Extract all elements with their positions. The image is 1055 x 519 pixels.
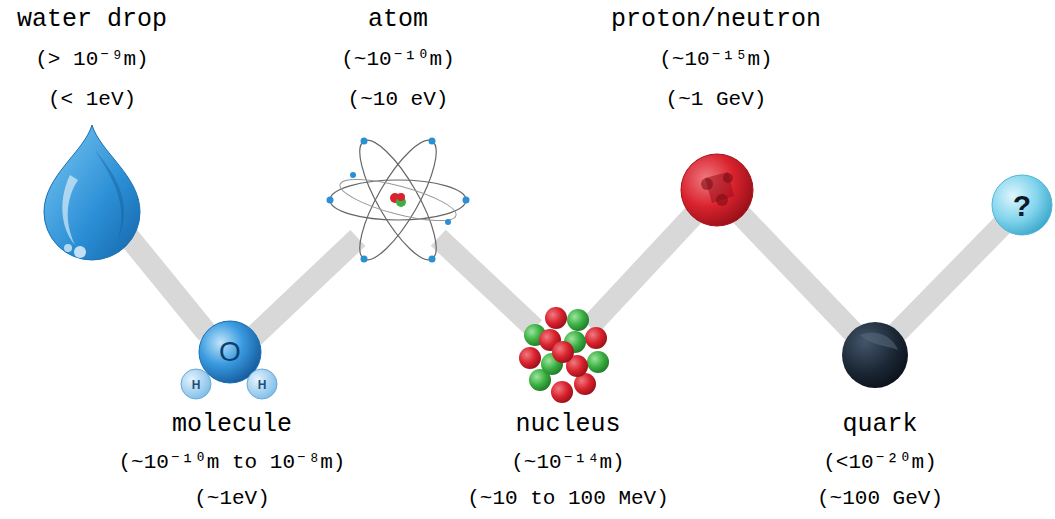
nucleus-picture xyxy=(519,307,609,403)
size-value: (<10⁻²⁰m) xyxy=(823,451,937,474)
energy-value: (~100 GeV) xyxy=(817,487,943,510)
molecule-picture xyxy=(181,321,277,399)
energy-value: (~1eV) xyxy=(194,487,270,510)
water-drop-picture xyxy=(44,125,140,260)
energy-value: (~10 eV) xyxy=(348,88,449,111)
item-name: proton/neutron xyxy=(611,6,821,34)
atom-letter: H xyxy=(192,379,201,391)
item-name: water drop xyxy=(17,6,167,34)
scale-item: water drop(> 10⁻⁹m)(< 1eV) xyxy=(42,124,142,260)
unknown-particle-picture xyxy=(992,175,1052,235)
item-name: quark xyxy=(842,411,917,439)
atom-picture xyxy=(327,131,470,269)
size-value: (~10⁻¹⁰m) xyxy=(341,48,455,71)
shadow-connector xyxy=(254,238,358,337)
item-name: atom xyxy=(368,6,428,34)
item-name: nucleus xyxy=(515,411,620,439)
scale-item: nucleus(~10⁻¹⁴m)(~10 to 100 MeV) xyxy=(517,309,609,401)
unknown-particle: ? xyxy=(991,174,1053,236)
quark-picture xyxy=(842,322,908,388)
energy-value: (< 1eV) xyxy=(48,88,136,111)
shadow-connector xyxy=(895,224,1003,335)
size-value: (~10⁻¹⁰m to 10⁻⁸m) xyxy=(119,451,346,474)
proton-picture xyxy=(681,154,753,226)
atom-letter: O xyxy=(219,338,241,366)
shadow-connector xyxy=(739,213,855,334)
shadow-connector xyxy=(590,213,696,326)
size-value: (> 10⁻⁹m) xyxy=(35,48,148,71)
shadow-connector xyxy=(438,238,534,328)
atom-letter: H xyxy=(258,379,267,391)
size-value: (~10⁻¹⁴m) xyxy=(511,451,624,474)
energy-value: (~10 to 100 MeV) xyxy=(467,487,669,510)
scale-item: atom(~10⁻¹⁰m)(~10 eV) xyxy=(328,135,468,265)
shadow-connector xyxy=(119,225,208,334)
size-value: (~10⁻¹⁵m) xyxy=(659,48,772,71)
scale-item: quark(<10⁻²⁰m)(~100 GeV) xyxy=(841,321,909,389)
item-name: molecule xyxy=(172,411,292,439)
energy-value: (~1 GeV) xyxy=(666,88,767,111)
mystery-mark: ? xyxy=(1013,189,1031,222)
scale-item: proton/neutron(~10⁻¹⁵m)(~1 GeV) xyxy=(680,153,754,227)
